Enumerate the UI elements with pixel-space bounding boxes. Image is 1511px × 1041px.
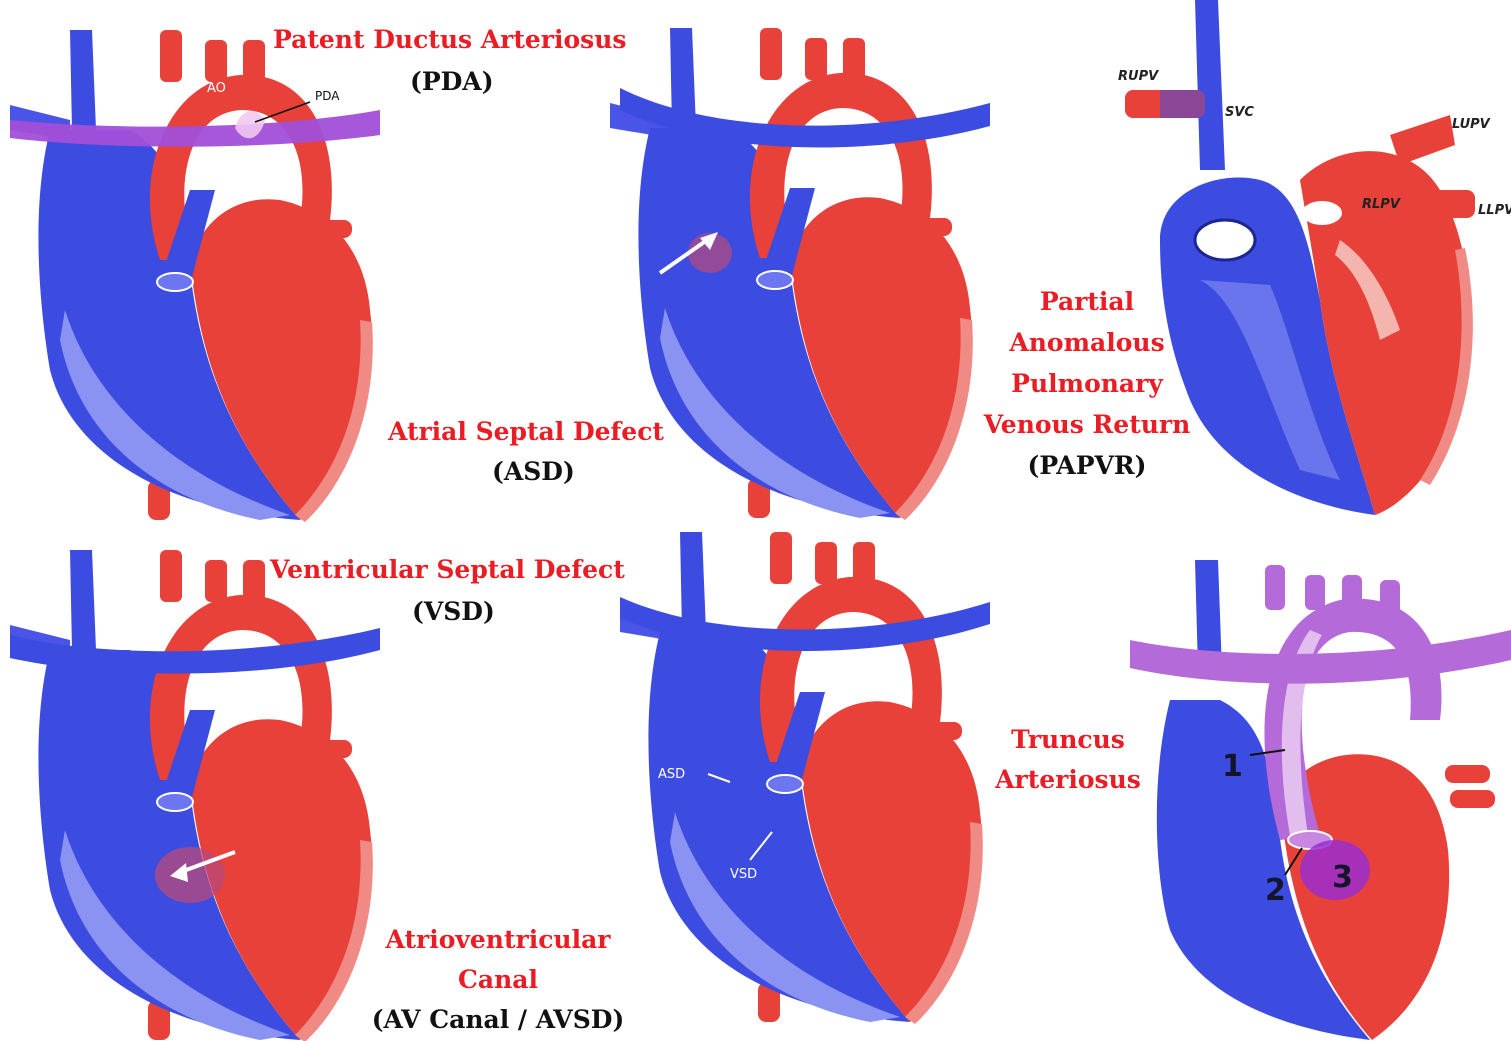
avsd-title-line-2: Canal [378,960,618,1000]
asd-abbreviation: (ASD) [492,452,575,492]
vsd-title: Ventricular Septal Defect [270,550,625,590]
papvr-abbreviation: (PAPVR) [987,446,1187,486]
llpv-label: LLPV [1478,203,1511,218]
avsd-asd-label: ASD [658,767,685,782]
asd-title: Atrial Septal Defect [388,412,664,452]
pa-label: PA [205,172,221,187]
papvr-title-line-1: Partial [987,282,1187,322]
lupv-label: LUPV [1452,117,1491,132]
truncus-title-line-2: Arteriosus [968,760,1168,800]
rlpv-label: RLPV [1362,197,1401,212]
pda-heart-illustration: AO PA PDA [10,10,390,530]
ao-label: AO [207,81,226,96]
pda-title: Patent Ductus Arteriosus [273,20,626,60]
avsd-heart-illustration: ASD VSD [600,512,1000,1041]
truncus-number-1: 1 [1222,749,1243,784]
truncus-panel: 1 2 3 [1110,550,1511,1041]
papvr-title-line-3: Pulmonary [987,364,1187,404]
papvr-title-line-4: Venous Return [977,405,1197,445]
truncus-heart-illustration: 1 2 3 [1110,550,1511,1041]
vsd-heart-illustration [10,530,400,1041]
avsd-abbreviation: (AV Canal / AVSD) [356,1000,640,1040]
avsd-title-line-1: Atrioventricular [378,920,618,960]
pda-vessel-label: PDA [315,89,340,103]
rupv-label: RUPV [1118,69,1159,84]
truncus-number-2: 2 [1265,873,1286,908]
truncus-number-3: 3 [1332,860,1353,895]
vsd-abbreviation: (VSD) [412,592,495,632]
svc-label: SVC [1225,105,1254,120]
avsd-vsd-label: VSD [730,867,757,882]
papvr-title-line-2: Anomalous [987,323,1187,363]
truncus-title-line-1: Truncus [968,720,1168,760]
avsd-panel: ASD VSD [600,512,1000,1041]
pda-abbreviation: (PDA) [410,62,494,102]
